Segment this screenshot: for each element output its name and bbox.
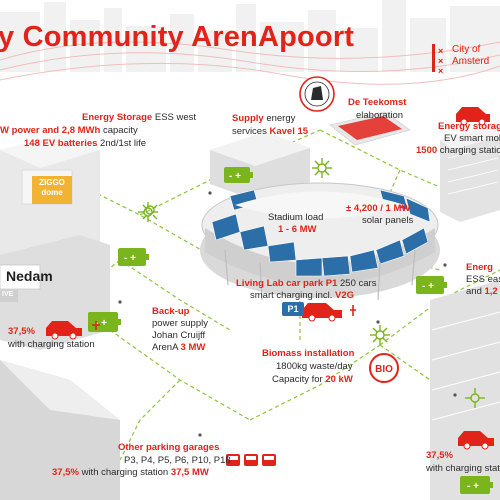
ev-car-icons [46, 107, 494, 450]
ziggo-logo [32, 176, 72, 204]
svg-text:- +: - + [95, 318, 107, 329]
backup-generator-icons [118, 191, 457, 437]
grid-nodes [138, 158, 485, 408]
garage-car-icons [226, 454, 276, 466]
svg-text:- +: - + [467, 481, 479, 492]
ajax-logo [299, 76, 335, 112]
parking-garage-west [0, 360, 120, 500]
city-logo-text: City of Amsterd [452, 44, 490, 67]
stadium [200, 182, 440, 301]
ive-label: IVE [2, 291, 14, 298]
p1-badge: P1 [282, 302, 304, 316]
svg-text:×: × [438, 66, 443, 76]
ziggo-logo-text: ZIGGO dome [39, 178, 65, 197]
svg-text:×: × [438, 46, 443, 56]
nedam-building [0, 235, 110, 350]
bio-badge: BIO [369, 353, 399, 383]
charging-plug-icons [92, 305, 356, 330]
battery-icons: - + - + - + - + - + [88, 167, 493, 494]
nedam-logo-text: Nedam [6, 268, 53, 284]
svg-text:- +: - + [422, 281, 434, 292]
svg-text:- +: - + [229, 171, 241, 182]
page-title: y Community ArenApoort [0, 21, 355, 53]
svg-text:×: × [438, 56, 443, 66]
skyline [0, 0, 500, 72]
solar-panels [211, 189, 431, 277]
svg-text:- +: - + [124, 253, 136, 264]
